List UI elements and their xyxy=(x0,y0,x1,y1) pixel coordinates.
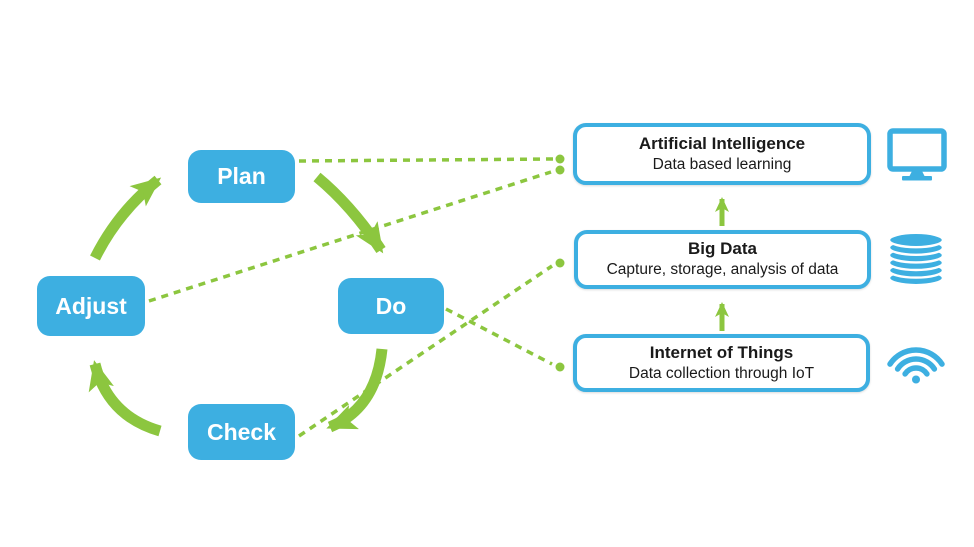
monitor-icon-glyph xyxy=(887,128,947,181)
info-box-subtitle: Data collection through IoT xyxy=(628,364,815,382)
info-box-title: Internet of Things xyxy=(649,342,794,362)
cycle-arrow-do-check xyxy=(326,348,388,433)
wifi-icon xyxy=(886,336,946,384)
cycle-arrow-plan-do xyxy=(313,172,386,254)
info-box-title: Big Data xyxy=(688,239,757,259)
cycle-node-plan: Plan xyxy=(188,150,295,203)
info-box-artificial-intelligence: Artificial Intelligence Data based learn… xyxy=(573,123,871,185)
info-box-subtitle: Capture, storage, analysis of data xyxy=(606,261,839,279)
connector-plan-ai xyxy=(298,157,554,163)
info-box-title: Artificial Intelligence xyxy=(638,133,806,153)
cycle-node-check: Check xyxy=(188,404,295,460)
cycle-node-label: Check xyxy=(206,418,277,445)
database-icon-glyph xyxy=(887,231,945,287)
info-box-subtitle: Data based learning xyxy=(652,155,792,173)
cycle-node-label: Plan xyxy=(217,163,266,189)
cycle-node-label: Do xyxy=(375,292,407,319)
monitor-icon xyxy=(886,126,948,182)
cycle-arrow-check-adjust xyxy=(88,360,162,437)
cycle-node-label: Adjust xyxy=(55,292,127,319)
info-box-big-data: Big Data Capture, storage, analysis of d… xyxy=(574,230,871,289)
cycle-arrow-adjust-plan xyxy=(90,175,162,261)
cycle-node-do: Do xyxy=(338,278,444,334)
wifi-icon-glyph xyxy=(887,347,945,384)
connector-do-iot xyxy=(445,307,553,366)
connector-endpoint-dot xyxy=(555,154,565,164)
info-box-internet-of-things: Internet of Things Data collection throu… xyxy=(573,334,870,392)
database-icon xyxy=(886,228,946,288)
cycle-node-adjust: Adjust xyxy=(37,276,145,336)
connector-endpoint-dot xyxy=(555,258,565,268)
connector-endpoint-dot xyxy=(555,165,565,175)
connector-endpoint-dot xyxy=(555,362,565,372)
